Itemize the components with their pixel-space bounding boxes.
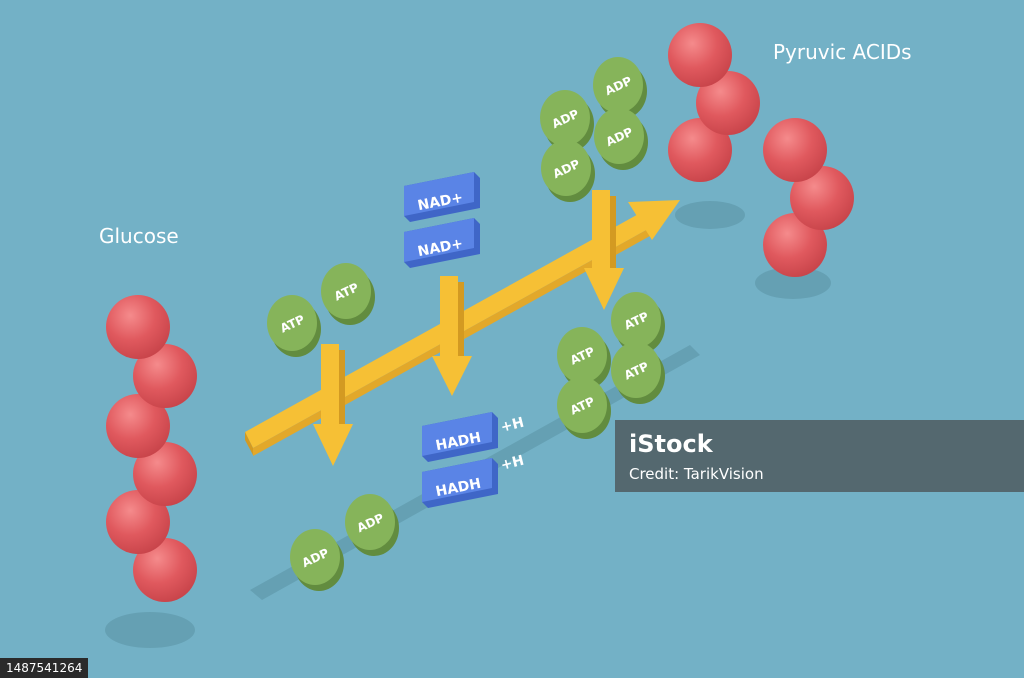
nadh-block: HADH [422,412,498,462]
down-arrow-1 [313,344,353,466]
glucose-sphere [106,295,170,359]
adp-input-coin: ADP [540,90,594,152]
nad-block: NAD+ [404,172,480,222]
nadh-block: HADH [422,458,498,508]
adp-output-coin: ADP [345,494,399,556]
pyruvic-chain-b [763,118,854,277]
pyruvic-shadow-b [755,267,831,299]
glucose-shadow [105,612,195,648]
atp-output-coin: ATP [611,292,665,354]
glucose-sphere [133,442,197,506]
main-arrow-head [628,200,680,240]
pyruvic-chain-a [668,23,760,182]
plus-h-label: +H [499,415,526,436]
nad-block: NAD+ [404,218,480,268]
pyruvic-sphere [668,23,732,87]
watermark: iStock Credit: TarikVision [615,420,1024,492]
atp-output-coin: ATP [611,342,665,404]
pyruvic-sphere [763,118,827,182]
atp-input-coin: ATP [321,263,375,325]
glucose-sphere [133,538,197,602]
glucose-sphere [106,394,170,458]
adp-input-coin: ADP [593,57,647,119]
pyruvic-sphere [668,118,732,182]
watermark-credit: Credit: TarikVision [629,465,764,483]
down-arrow-3 [584,190,624,310]
image-id: 1487541264 [0,658,89,678]
glucose-sphere [106,490,170,554]
pyruvic-sphere [763,213,827,277]
atp-input-coin: ATP [267,295,321,357]
plus-h-label: +H [499,453,526,474]
pyruvic-sphere [696,71,760,135]
down-arrow-2 [432,276,472,396]
glucose-label: Glucose [99,224,179,248]
adp-input-coin: ADP [594,108,648,170]
adp-input-coin: ADP [541,140,595,202]
glucose-sphere [133,344,197,408]
adp-output-coin: ADP [290,529,344,591]
pyruvic-shadow-a [675,201,745,229]
pyruvic-acids-label: Pyruvic ACIDs [773,40,912,64]
watermark-brand: iStock [629,430,713,458]
atp-output-coin: ATP [557,377,611,439]
atp-output-coin: ATP [557,327,611,389]
glucose-chain [106,295,197,602]
pyruvic-sphere [790,166,854,230]
